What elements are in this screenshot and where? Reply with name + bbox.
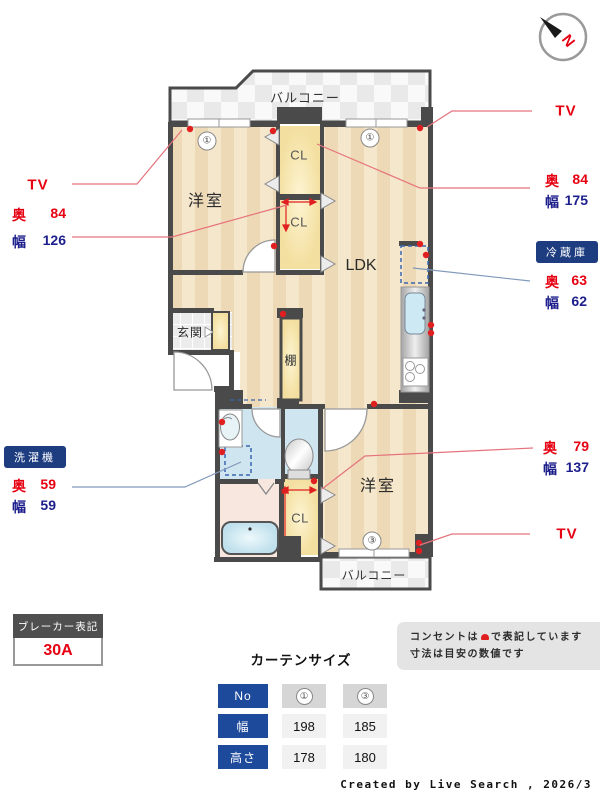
depth-label: 奥 (543, 440, 557, 456)
compass (538, 12, 588, 62)
window-mark-1-right: ① (360, 128, 380, 148)
closet1-label: CL (290, 147, 308, 163)
room-bottom-label: 洋室 (359, 478, 397, 495)
balcony-bottom-label: バルコニー (341, 568, 407, 583)
col1-height-cell: 178 (282, 745, 326, 769)
tv-bottom-label: TV (556, 525, 578, 543)
depth-label: 奥 (12, 207, 26, 223)
stove (402, 357, 429, 387)
width-value: 126 (42, 232, 66, 248)
width-label: 幅 (12, 234, 26, 250)
fridge-badge: 冷蔵庫 (536, 241, 598, 263)
entrance-label: 玄関 (176, 325, 204, 340)
credit-text: Created by Live Search , 2026/3 (340, 778, 592, 791)
depth-value: 84 (50, 205, 66, 221)
tv-right-label: TV (555, 102, 577, 120)
closet2-depth-row: 奥 84 (12, 205, 66, 225)
shelf-label: 棚 (284, 353, 298, 368)
compass-needle (540, 17, 562, 38)
closet3-depth-row: 奥 79 (543, 438, 589, 458)
depth-label: 奥 (545, 274, 559, 290)
doors (173, 239, 368, 496)
cabinet-door-mark (204, 326, 214, 338)
fridge-depth-row: 奥 63 (545, 272, 587, 292)
depth-label: 奥 (12, 478, 26, 494)
tv-left-label: TV (27, 176, 49, 194)
width-label: 幅 (545, 295, 559, 311)
room-left-label: 洋室 (187, 193, 225, 210)
depth-value: 63 (571, 272, 587, 288)
closet1-width-row: 幅 175 (545, 192, 588, 212)
width-value: 175 (564, 192, 588, 208)
depth-value: 59 (40, 476, 56, 492)
col1-no-cell: ① (282, 684, 326, 708)
window-mark-1-left: ① (197, 131, 217, 151)
closet3-label: CL (291, 510, 309, 526)
breaker-box: ブレーカー表記 30A (13, 614, 103, 666)
col2-height-cell: 180 (343, 745, 387, 769)
curtain-table-title: カーテンサイズ (250, 653, 352, 668)
col2-width-cell: 185 (343, 714, 387, 738)
closet1-depth-row: 奥 84 (545, 171, 588, 191)
notes-box: コンセントは で表記しています 寸法は目安の数値です (397, 622, 600, 670)
note1-suffix: で表記しています (491, 632, 583, 643)
closet-dim-arrows (280, 198, 318, 536)
note-line-2: 寸法は目安の数値です (410, 649, 525, 660)
row-header-width: 幅 (218, 714, 268, 738)
fridge-space (400, 245, 429, 284)
balcony-top-label: バルコニー (270, 90, 340, 106)
kitchen-sink (404, 292, 426, 335)
closet2-label: CL (290, 214, 308, 230)
shoe-cabinet (211, 311, 230, 351)
leader-lines (72, 110, 534, 546)
door-room-left (242, 239, 276, 273)
depth-value: 84 (572, 171, 588, 187)
washer-depth-row: 奥 59 (12, 476, 56, 496)
closet3-width-row: 幅 137 (543, 459, 589, 479)
width-label: 幅 (543, 461, 557, 477)
closet-chevrons (263, 128, 337, 555)
width-label: 幅 (545, 194, 559, 210)
ldk-label: LDK (345, 257, 377, 274)
washroom-sink (218, 409, 243, 448)
curtain-table: No 幅 高さ ① ③ 198 185 178 180 (218, 684, 390, 770)
kitchen-counter (400, 286, 430, 393)
windows (187, 118, 410, 558)
width-label: 幅 (12, 499, 26, 515)
window-mark-3: ③ (362, 531, 382, 551)
col2-no-cell: ③ (343, 684, 387, 708)
outlet-dots (186, 124, 435, 555)
window-no-1: ① (295, 687, 313, 705)
door-entrance (173, 351, 213, 391)
closet2-width-row: 幅 126 (12, 232, 66, 252)
depth-value: 79 (573, 438, 589, 454)
folding-door-bath (257, 482, 275, 496)
toilet (284, 438, 314, 480)
col1-width-cell: 198 (282, 714, 326, 738)
door-room-bottom (324, 408, 368, 452)
width-value: 59 (40, 497, 56, 513)
fridge-width-row: 幅 62 (545, 293, 587, 313)
washer-badge: 洗濯機 (4, 446, 66, 468)
washer-space (224, 399, 266, 476)
width-value: 62 (571, 293, 587, 309)
row-header-no: No (218, 684, 268, 708)
row-header-height: 高さ (218, 745, 268, 769)
bathtub (221, 521, 279, 555)
breaker-title: ブレーカー表記 (13, 614, 103, 638)
width-value: 137 (565, 459, 589, 475)
window-no-3: ③ (356, 687, 374, 705)
breaker-value: 30A (13, 638, 103, 666)
note1-prefix: コンセントは (410, 632, 479, 643)
door-washroom (251, 408, 281, 438)
washer-width-row: 幅 59 (12, 497, 56, 517)
outlet-symbol-icon (481, 634, 489, 641)
note-line-1: コンセントは で表記しています (410, 629, 600, 646)
shelf-unit (279, 316, 303, 402)
depth-label: 奥 (545, 173, 559, 189)
